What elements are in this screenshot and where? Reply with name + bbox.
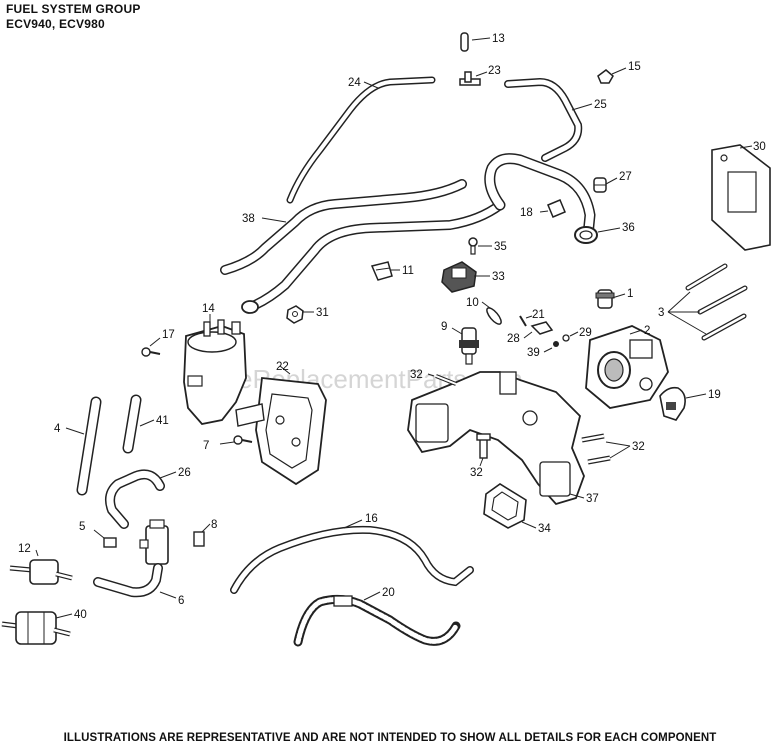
part-37-intake-manifold[interactable] <box>407 371 585 506</box>
callout-23: 23 <box>488 65 501 77</box>
part-38-hose[interactable] <box>220 179 467 275</box>
fuel-hose-lower[interactable] <box>250 200 505 310</box>
part-9-injector[interactable] <box>459 327 479 365</box>
part-7-screw[interactable] <box>233 435 253 445</box>
part-35-screw[interactable] <box>468 237 478 255</box>
callout-10: 10 <box>466 297 479 309</box>
engine-models: ECV940, ECV980 <box>6 17 105 31</box>
part-2-throttle-body[interactable] <box>585 325 669 409</box>
part-18-clip[interactable] <box>547 199 566 218</box>
part-12-inline-filter[interactable] <box>9 559 73 585</box>
callout-37: 37 <box>586 493 599 505</box>
callout-21: 21 <box>532 309 545 321</box>
part-8-clip[interactable] <box>193 531 205 547</box>
part-31-nut[interactable] <box>286 305 304 324</box>
part-27-clamp[interactable] <box>593 177 607 193</box>
part-41-tube[interactable] <box>122 394 142 454</box>
part-6-hose[interactable] <box>93 563 163 598</box>
callout-18: 18 <box>520 207 533 219</box>
part-33-connector[interactable] <box>441 261 477 293</box>
callout-40: 40 <box>74 609 87 621</box>
callout-2: 2 <box>644 325 650 337</box>
part-13-pin[interactable] <box>460 32 469 52</box>
callout-17: 17 <box>162 329 175 341</box>
callout-16: 16 <box>365 513 378 525</box>
callout-25: 25 <box>594 99 607 111</box>
callout-28: 28 <box>507 333 520 345</box>
part-32-bolt-lower[interactable] <box>476 433 491 459</box>
part-19-sensor[interactable] <box>659 386 686 421</box>
part-14-fuel-pump-module[interactable] <box>183 319 247 425</box>
part-34-gasket[interactable] <box>483 483 527 529</box>
part-1-elbow[interactable] <box>595 289 615 309</box>
part-32-bolt-upper[interactable] <box>435 374 457 386</box>
callout-32-b: 32 <box>470 467 483 479</box>
callout-32-a: 32 <box>410 369 423 381</box>
part-36-clamp[interactable] <box>574 226 598 244</box>
part-29-washer[interactable] <box>562 334 570 342</box>
diagram-title: FUEL SYSTEM GROUP <box>6 2 141 16</box>
part-22-bracket[interactable] <box>235 377 327 486</box>
part-40-fuel-filter[interactable] <box>1 611 71 645</box>
hose-end-fitting[interactable] <box>241 300 259 314</box>
part-24-hose[interactable] <box>286 76 436 204</box>
callout-36: 36 <box>622 222 635 234</box>
callout-33: 33 <box>492 271 505 283</box>
part-11-clip[interactable] <box>370 261 393 281</box>
part-15-clip[interactable] <box>597 69 614 84</box>
callout-13: 13 <box>492 33 505 45</box>
callout-24: 24 <box>348 77 361 89</box>
part-23-fitting[interactable] <box>459 71 481 86</box>
callout-39: 39 <box>527 347 540 359</box>
callout-7: 7 <box>203 440 209 452</box>
callout-32-c: 32 <box>632 441 645 453</box>
callout-9: 9 <box>441 321 447 333</box>
callout-19: 19 <box>708 389 721 401</box>
callout-30: 30 <box>753 141 766 153</box>
callout-26: 26 <box>178 467 191 479</box>
part-26-hose[interactable] <box>105 469 165 529</box>
callout-34: 34 <box>538 523 551 535</box>
callout-15: 15 <box>628 61 641 73</box>
part-3-rods[interactable] <box>685 263 748 341</box>
callout-5: 5 <box>79 521 85 533</box>
callout-4: 4 <box>54 423 61 435</box>
callout-22: 22 <box>276 361 289 373</box>
callout-8: 8 <box>211 519 217 531</box>
callout-27: 27 <box>619 171 632 183</box>
callout-41: 41 <box>156 415 169 427</box>
part-21-pin[interactable] <box>519 315 527 327</box>
part-17-screw[interactable] <box>141 347 161 357</box>
callout-35: 35 <box>494 241 507 253</box>
part-25-hose[interactable] <box>504 77 583 162</box>
callout-38: 38 <box>242 213 255 225</box>
fuel-valve[interactable] <box>139 519 169 565</box>
callout-12: 12 <box>18 543 31 555</box>
callout-20: 20 <box>382 587 395 599</box>
callout-31: 31 <box>316 307 329 319</box>
part-20-hose-assembly[interactable] <box>293 594 461 647</box>
part-16-hose[interactable] <box>230 525 474 594</box>
callout-14: 14 <box>202 303 215 315</box>
disclaimer-footer: ILLUSTRATIONS ARE REPRESENTATIVE AND ARE… <box>63 732 717 744</box>
part-28-lever[interactable] <box>530 321 554 335</box>
part-39-ball[interactable] <box>553 341 559 347</box>
callout-3: 3 <box>658 307 664 319</box>
callout-6: 6 <box>178 595 184 607</box>
return-hose[interactable] <box>484 153 596 241</box>
callout-1: 1 <box>627 288 633 300</box>
part-10-gasket[interactable] <box>485 306 504 326</box>
callout-29: 29 <box>579 327 592 339</box>
part-4-tube[interactable] <box>76 396 102 496</box>
part-30-bracket[interactable] <box>711 144 771 251</box>
part-5-clip[interactable] <box>103 537 117 548</box>
callout-11: 11 <box>402 265 414 277</box>
part-32-bolts-right[interactable] <box>581 433 611 465</box>
